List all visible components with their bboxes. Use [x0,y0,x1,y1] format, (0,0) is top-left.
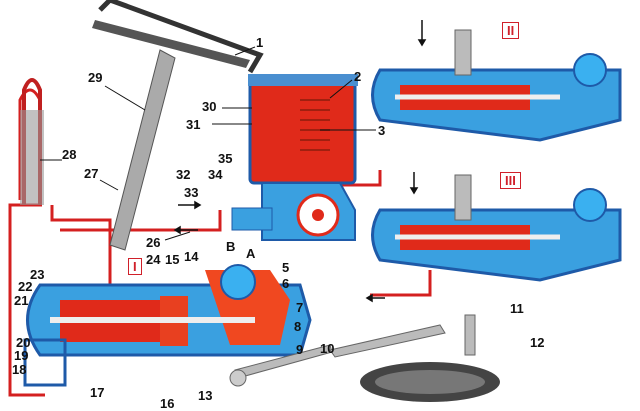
label-16: 16 [160,396,175,411]
label-34: 34 [208,167,223,182]
sector-shaft [220,264,256,300]
steering-column [109,49,176,251]
label-23: 23 [30,267,45,282]
coil-fins [20,110,44,205]
label-28: 28 [62,147,77,162]
label-B: B [226,239,236,254]
label-18: 18 [12,362,27,377]
label-6: 6 [282,276,290,291]
label-27: 27 [84,166,99,181]
label-31: 31 [186,117,201,132]
label-21: 21 [14,293,29,308]
label-1: 1 [256,35,264,50]
label-10: 10 [320,341,335,356]
label-15: 15 [165,252,180,267]
label-32: 32 [176,167,191,182]
leader-lines [40,46,376,241]
detail-ii-valve [371,29,622,142]
label-8: 8 [294,319,302,334]
label-2: 2 [354,69,362,84]
label-A: A [246,246,256,261]
label-13: 13 [198,388,213,403]
roman-label-i: I [128,258,142,275]
label-7: 7 [296,300,304,315]
label-30: 30 [202,99,217,114]
label-26: 26 [146,235,161,250]
steering-wheel-spoke [92,20,250,68]
label-12: 12 [530,335,545,350]
label-17: 17 [90,385,105,400]
label-19: 19 [14,348,29,363]
label-29: 29 [88,70,103,85]
label-9: 9 [296,342,304,357]
roman-label-ii: II [502,22,520,39]
filter-spring [300,99,330,151]
label-5: 5 [282,260,290,275]
label-14: 14 [184,249,199,264]
label-33: 33 [184,185,199,200]
label-22: 22 [18,279,33,294]
detail-iii-valve [371,174,622,282]
cooling-coil [22,78,42,205]
flow-arrows [173,20,427,303]
label-20: 20 [16,335,31,350]
label-24: 24 [146,252,161,267]
label-35: 35 [218,151,233,166]
label-3: 3 [378,123,386,138]
label-11: 11 [510,301,524,316]
roman-label-iii: III [500,172,521,189]
